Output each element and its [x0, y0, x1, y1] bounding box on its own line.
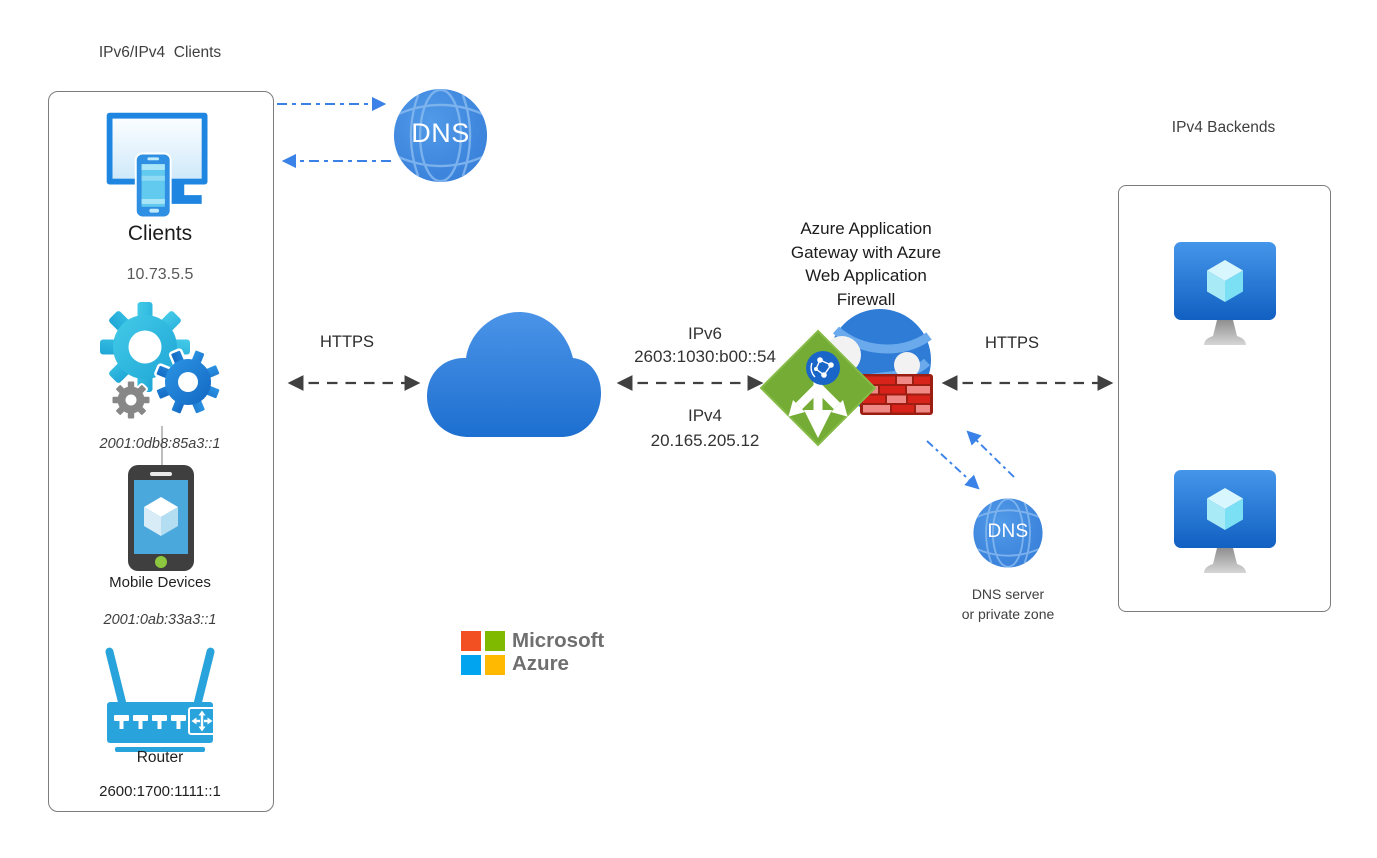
gears-icon [100, 302, 222, 421]
gateway-title-line1: Azure Application [800, 219, 932, 238]
clients-group-box [48, 91, 274, 812]
clients-group-title: IPv6/IPv4 Clients [98, 44, 222, 61]
microsoft-logo-icon [461, 631, 505, 675]
application-gateway-diamond [759, 329, 877, 447]
microsoft-azure-wordmark: Microsoft Azure [512, 629, 604, 675]
dns-bottom-label: DNS [987, 521, 1029, 542]
internet-cloud-icon [427, 312, 601, 437]
router-label: Router [136, 749, 184, 766]
gears-ip: 2001:0db8:85a3::1 [99, 436, 221, 452]
dns-caption-line1: DNS server [971, 586, 1045, 602]
dns-caption-line2: or private zone [961, 606, 1055, 622]
dns-globe-bottom-icon [973, 498, 1043, 568]
dns-to-gateway-arrow [966, 430, 1015, 478]
https-right-label: HTTPS [984, 334, 1040, 352]
app-gateway-waf-icon [759, 309, 933, 447]
gateway-title-line3: Web Application [805, 266, 927, 285]
clients-ip: 10.73.5.5 [126, 266, 194, 283]
ipv4-address: 20.165.205.12 [650, 431, 760, 450]
gateway-title-line2: Gateway with Azure [790, 242, 942, 262]
mobile-devices-label: Mobile Devices [109, 574, 211, 591]
dns-top-label: DNS [411, 118, 470, 148]
gateway-title-line4: Firewall [836, 289, 896, 309]
azure-text: Azure [512, 652, 569, 675]
ipv6-address: 2603:1030:b00::54 [634, 347, 776, 366]
router-icon [105, 647, 216, 752]
mobile-ip: 2001:0ab:33a3::1 [103, 612, 217, 628]
ipv6-label: IPv6 [687, 324, 723, 343]
mobile-device-icon [128, 465, 194, 571]
backends-group-box [1118, 185, 1331, 612]
dns-globe-top-icon [393, 88, 488, 183]
router-ip: 2600:1700:1111::1 [99, 783, 221, 800]
firewall-icon [860, 374, 933, 415]
backends-group-title: IPv4 Backends [1171, 119, 1276, 136]
ipv4-label: IPv4 [687, 406, 723, 425]
vm-icon-1 [1174, 242, 1276, 345]
microsoft-text: Microsoft [512, 629, 605, 652]
clients-label: Clients [127, 222, 193, 245]
gateway-title: Azure Application Gateway with Azure Web… [764, 217, 968, 311]
https-left-label: HTTPS [319, 333, 375, 351]
client-devices-icon [106, 112, 208, 219]
vm-icon-2 [1174, 470, 1276, 573]
